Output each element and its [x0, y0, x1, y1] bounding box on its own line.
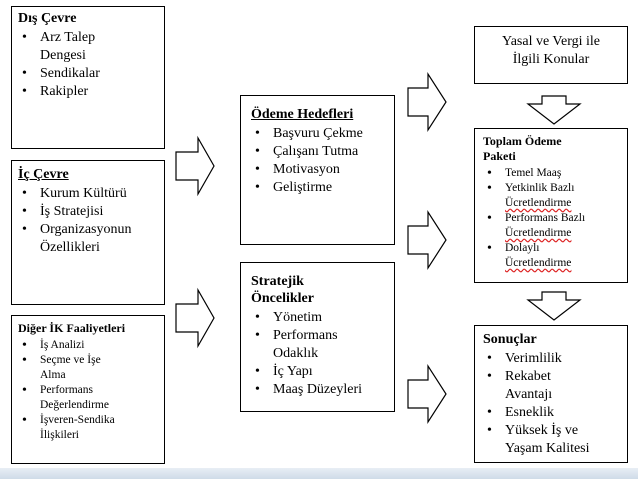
arrow-right-icon	[407, 71, 447, 133]
footer-bar	[0, 468, 638, 479]
stratejik-title: Stratejik Öncelikler	[251, 274, 314, 306]
list-item: Geliştirme	[255, 179, 384, 197]
arrow-down-icon	[526, 291, 582, 321]
list-item: Sendikalar	[22, 65, 158, 83]
list-item: Başvuru Çekme	[255, 125, 384, 143]
list-item: Temel Maaş	[487, 166, 619, 181]
item-text: Ücretlendirme	[505, 197, 572, 209]
list-item: Verimlilik	[487, 350, 619, 368]
item-text: Ücretlendirme	[505, 227, 572, 239]
dis-cevre-box: Dış Çevre Arz Talep Dengesi Sendikalar R…	[11, 6, 165, 149]
item-text: Dolaylı	[505, 242, 540, 254]
list-item: İş Analizi	[22, 338, 158, 353]
list-item: Organizasyonun Özellikleri	[22, 221, 150, 257]
item-text: Performans Bazlı	[505, 212, 586, 224]
arrow-right-icon	[407, 363, 447, 425]
list-item: Performans Odaklık	[255, 327, 353, 363]
list-item: İşveren-Sendika İlişkileri	[22, 413, 140, 443]
list-item: İç Yapı	[255, 363, 384, 381]
diger-ik-box: Diğer İK Faaliyetleri İş Analizi Seçme v…	[11, 315, 165, 464]
sonuclar-box: Sonuçlar Verimlilik Rekabet Avantajı Esn…	[474, 325, 628, 463]
toplam-odeme-title: Toplam Ödeme Paketi	[483, 134, 562, 163]
list-item: Yönetim	[255, 309, 384, 327]
toplam-odeme-box: Toplam Ödeme Paketi Temel Maaş Yetkinlik…	[474, 128, 628, 283]
yasal-text: Yasal ve Vergi ile İlgili Konular	[502, 34, 600, 67]
list-item: Esneklik	[487, 404, 619, 422]
yasal-box: Yasal ve Vergi ile İlgili Konular	[474, 26, 628, 84]
list-item: Rakipler	[22, 83, 158, 101]
arrow-right-icon	[175, 135, 215, 197]
list-item: Çalışanı Tutma	[255, 143, 384, 161]
list-item: Maaş Düzeyleri	[255, 381, 384, 399]
ic-cevre-title: İç Çevre	[18, 167, 69, 182]
arrow-right-icon	[175, 287, 215, 349]
list-item: Seçme ve İşe Alma	[22, 353, 120, 383]
stratejik-box: Stratejik Öncelikler Yönetim Performans …	[240, 262, 395, 412]
item-text: Yetkinlik Bazlı	[505, 182, 575, 194]
diger-ik-title: Diğer İK Faaliyetleri	[18, 321, 126, 335]
list-item: Arz Talep Dengesi	[22, 29, 120, 65]
list-item: Kurum Kültürü	[22, 185, 158, 203]
list-item: Motivasyon	[255, 161, 384, 179]
list-item: İş Stratejisi	[22, 203, 158, 221]
arrow-right-icon	[407, 209, 447, 271]
list-item: Yüksek İş ve Yaşam Kalitesi	[487, 422, 605, 458]
dis-cevre-title: Dış Çevre	[18, 11, 77, 26]
arrow-down-icon	[526, 95, 582, 125]
list-item: Performans Değerlendirme	[22, 383, 120, 413]
ic-cevre-box: İç Çevre Kurum Kültürü İş Stratejisi Org…	[11, 160, 165, 305]
list-item: Rekabet Avantajı	[487, 368, 575, 404]
odeme-hedefleri-box: Ödeme Hedefleri Başvuru Çekme Çalışanı T…	[240, 95, 395, 245]
sonuclar-title: Sonuçlar	[483, 332, 537, 347]
item-text: Ücretlendirme	[505, 257, 572, 269]
odeme-hedefleri-title: Ödeme Hedefleri	[251, 107, 354, 122]
item-text: Temel Maaş	[505, 167, 562, 179]
